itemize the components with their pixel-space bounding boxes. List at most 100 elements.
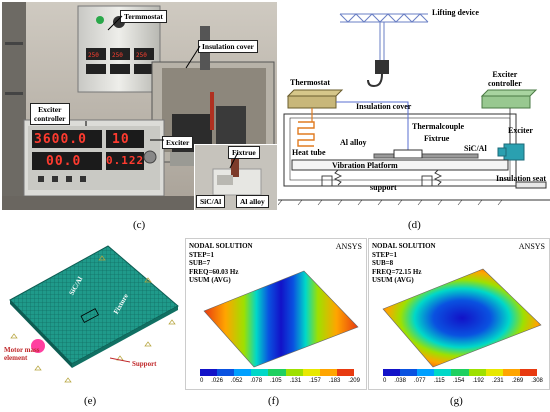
exciter-controller-text: Exciter controller <box>488 70 522 88</box>
heat-tube <box>297 121 315 147</box>
lab-photo-illustration: 250 250 250 <box>2 2 277 210</box>
tick-label: .105 <box>269 378 282 384</box>
header-f-line: SUB=7 <box>189 259 211 267</box>
label-heat-tube: Heat tube <box>292 148 326 157</box>
header-f-line: FREQ=60.03 Hz <box>189 267 239 276</box>
colorbar-swatch <box>519 369 537 376</box>
ticks-f: 0 .026 .052 .078 .105 .131 .157 .183 .20… <box>200 378 360 384</box>
label-support: support <box>370 183 397 192</box>
tick-label: 0 <box>383 378 387 384</box>
tick-label: .308 <box>531 378 543 384</box>
tick-label: .269 <box>511 378 524 384</box>
label-vibration-platform: Vibration Platform <box>332 161 398 170</box>
tick-label: .077 <box>413 378 426 384</box>
header-g-line: SUB=8 <box>372 259 394 267</box>
colorbar-swatch <box>319 369 337 376</box>
panel-f-ansys: NODAL SOLUTION STEP=1 SUB=7 FREQ=60.03 H… <box>185 238 367 390</box>
panel-d-schematic <box>278 13 550 206</box>
exciter-controller-box <box>480 89 538 109</box>
thermostat-box <box>286 89 344 109</box>
display-bottom-right: 0.122 <box>106 154 145 167</box>
tick-label: .192 <box>472 378 485 384</box>
label-lifting-device: Lifting device <box>432 8 479 17</box>
mode-shape-g <box>382 268 542 368</box>
colorbar-g <box>383 369 537 376</box>
label-insulation-seat: Insulation seat <box>496 174 547 183</box>
svg-text:250: 250 <box>136 52 147 59</box>
colorbar-swatch <box>336 369 354 376</box>
header-g-line: USUM (AVG) <box>372 276 414 284</box>
mode-shape-f <box>203 270 359 368</box>
panel-g-ansys: NODAL SOLUTION STEP=1 SUB=8 FREQ=72.15 H… <box>368 238 550 390</box>
tick-label: 0 <box>200 378 204 384</box>
motor-mass-text: Motor mass element <box>4 346 40 362</box>
header-g-line: FREQ=72.15 Hz <box>372 267 422 276</box>
label-fixtrue: Fixtrue <box>424 134 450 143</box>
svg-text:250: 250 <box>112 52 123 59</box>
tick-label: .209 <box>348 378 360 384</box>
tick-label: .052 <box>230 378 243 384</box>
colorbar-swatch <box>434 369 452 376</box>
brand-g: ANSYS <box>518 242 545 251</box>
colorbar-swatch <box>485 369 503 376</box>
tick-label: .078 <box>250 378 263 384</box>
label-e-support: Support <box>132 360 157 368</box>
fe-mesh-illustration <box>9 245 179 383</box>
label-sic-al: SiC/Al <box>464 144 487 153</box>
callout-sic-al: SiC/Al <box>196 195 226 208</box>
callout-al-alloy: Al alloy <box>236 195 269 208</box>
tick-label: .154 <box>452 378 465 384</box>
header-f: NODAL SOLUTION STEP=1 SUB=7 FREQ=60.03 H… <box>189 242 253 285</box>
colorbar-swatch <box>502 369 520 376</box>
ticks-g: 0 .038 .077 .115 .154 .192 .231 .269 .30… <box>383 378 543 384</box>
label-exciter: Exciter <box>508 126 533 135</box>
tick-label: .231 <box>491 378 504 384</box>
colorbar-swatch <box>200 369 218 376</box>
label-thermalcouple: Thermalcouple <box>412 122 464 131</box>
tick-label: .038 <box>394 378 406 384</box>
tick-label: .026 <box>211 378 223 384</box>
colorbar-swatch <box>302 369 320 376</box>
colorbar-swatch <box>234 369 252 376</box>
callout-exciter: Exciter <box>162 136 194 149</box>
exciter-controller-label: Exciter controller <box>34 105 66 123</box>
colorbar-swatch <box>400 369 418 376</box>
header-g-line: STEP=1 <box>372 250 397 259</box>
colorbar-swatch <box>383 369 401 376</box>
header-f-line: USUM (AVG) <box>189 276 231 284</box>
lifting-truss <box>339 13 429 60</box>
panel-label-d: (d) <box>408 219 421 231</box>
panel-label-e: (e) <box>84 395 97 407</box>
svg-text:250: 250 <box>88 52 99 59</box>
supports <box>321 169 443 187</box>
label-insulation-cover: Insulation cover <box>356 102 412 111</box>
tick-label: .115 <box>433 378 445 384</box>
panel-label-g: (g) <box>450 395 463 407</box>
header-g-line: NODAL SOLUTION <box>372 242 436 250</box>
colorbar-swatch <box>451 369 469 376</box>
label-exciter-controller: Exciter controller <box>488 70 522 88</box>
exciter-shape <box>497 143 525 161</box>
hook <box>367 60 389 88</box>
tick-label: .131 <box>289 378 302 384</box>
colorbar-swatch <box>285 369 303 376</box>
display-top-right: 10 <box>112 132 130 147</box>
colorbar-swatch <box>268 369 286 376</box>
label-thermostat: Thermostat <box>290 78 330 87</box>
colorbar-swatch <box>251 369 269 376</box>
tick-label: .157 <box>309 378 321 384</box>
colorbar-swatch <box>217 369 235 376</box>
callout-exciter-controller: Exciter controller <box>30 103 70 125</box>
label-al-alloy: Al alloy <box>340 138 367 147</box>
panel-e-mesh <box>2 238 180 384</box>
label-e-motor-mass: Motor mass element <box>4 346 39 362</box>
panel-label-f: (f) <box>268 395 279 407</box>
tick-label: .183 <box>328 378 341 384</box>
colorbar-swatch <box>468 369 486 376</box>
display-bottom-left: 00.0 <box>46 154 82 169</box>
panel-label-c: (c) <box>133 219 146 231</box>
panel-c-arrows <box>85 15 239 169</box>
header-g: NODAL SOLUTION STEP=1 SUB=8 FREQ=72.15 H… <box>372 242 436 285</box>
brand-f: ANSYS <box>335 242 362 251</box>
panel-c-photo: 250 250 250 3600.0 10 00.0 0.122 <box>2 2 277 210</box>
